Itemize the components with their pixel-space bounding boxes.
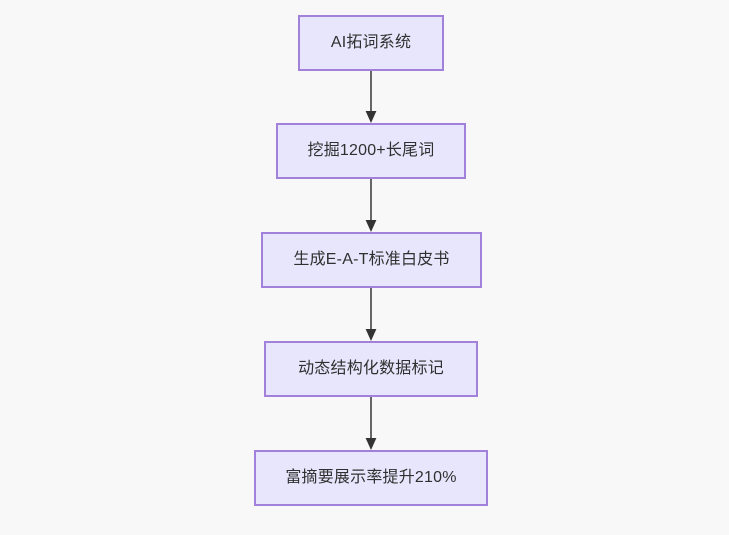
- node-label: 富摘要展示率提升210%: [285, 469, 457, 486]
- node-label: 动态结构化数据标记: [298, 360, 444, 377]
- node-label: 挖掘1200+长尾词: [307, 142, 435, 159]
- flowchart-node-eat-whitepaper[interactable]: 生成E-A-T标准白皮书: [261, 232, 482, 288]
- node-label: AI拓词系统: [330, 34, 412, 51]
- edge-n2-n3: [361, 179, 381, 232]
- edge-n1-n2: [361, 71, 381, 123]
- flowchart-node-ai-keyword-system[interactable]: AI拓词系统: [298, 15, 444, 71]
- node-label: 生成E-A-T标准白皮书: [293, 251, 450, 268]
- edge-n4-n5: [361, 397, 381, 450]
- flowchart-node-structured-data-markup[interactable]: 动态结构化数据标记: [264, 341, 478, 397]
- flowchart-node-longtail-mining[interactable]: 挖掘1200+长尾词: [276, 123, 466, 179]
- flowchart-node-rich-snippet-result[interactable]: 富摘要展示率提升210%: [254, 450, 488, 506]
- edge-n3-n4: [361, 288, 381, 341]
